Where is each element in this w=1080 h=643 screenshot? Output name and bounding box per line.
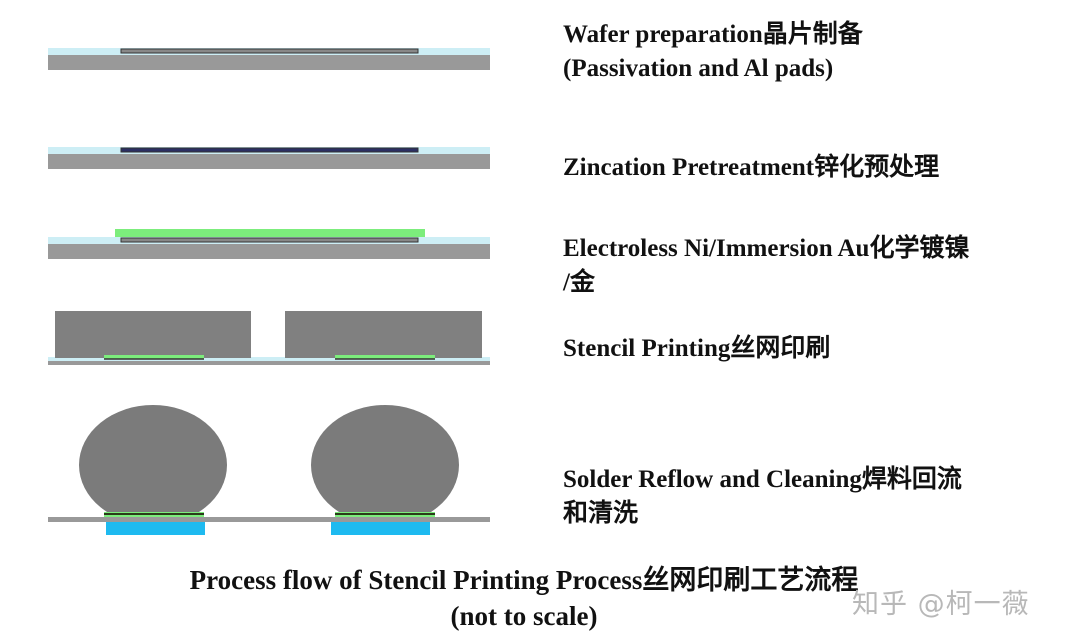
step-label-zincation: Zincation Pretreatment锌化预处理 [563, 151, 939, 185]
step-label-electroless-ni-au: Electroless Ni/Immersion Au化学镀镍 /金 [563, 232, 969, 300]
substrate [48, 55, 490, 70]
printed-pad-left [104, 355, 204, 359]
stencil-block-left [55, 311, 251, 358]
step-label-solder-reflow: Solder Reflow and Cleaning焊料回流 和清洗 [563, 463, 962, 531]
al-pad [120, 237, 419, 243]
step-wafer-preparation-illustration [48, 48, 490, 70]
step-label-line: (Passivation and Al pads) [563, 55, 834, 82]
step-label-line: /金 [563, 269, 595, 296]
step-electroless-illustration [48, 229, 490, 259]
passivation-layer [48, 357, 490, 361]
nickel-gold-layer [115, 229, 425, 237]
substrate [48, 361, 490, 365]
solder-bump-right [311, 405, 459, 525]
watermark: 知乎 @柯一薇 [852, 589, 1030, 620]
step-label-stencil-printing: Stencil Printing丝网印刷 [563, 332, 830, 366]
figure-caption: Process flow of Stencil Printing Process… [0, 562, 1048, 634]
caption-line-2: (not to scale) [450, 601, 598, 631]
caption-line-1: Process flow of Stencil Printing Process… [189, 565, 859, 595]
stencil-block-right [285, 311, 482, 358]
al-pad [120, 48, 419, 54]
step-label-line: 和清洗 [563, 500, 639, 527]
substrate [48, 244, 490, 259]
step-label-line: Wafer preparation晶片制备 [563, 21, 863, 48]
substrate [48, 154, 490, 169]
printed-pad-right [335, 355, 435, 359]
ubm-pad-left [106, 522, 205, 535]
substrate [48, 517, 490, 522]
step-label-line: Zincation Pretreatment锌化预处理 [563, 154, 940, 181]
step-solder-reflow-illustration [48, 405, 490, 535]
step-label-line: Stencil Printing丝网印刷 [563, 335, 831, 362]
step-label-line: Electroless Ni/Immersion Au化学镀镍 [563, 235, 970, 262]
step-label-wafer-preparation: Wafer preparation晶片制备 (Passivation and A… [563, 18, 863, 86]
zincated-pad [120, 147, 419, 153]
step-zincation-illustration [48, 147, 490, 169]
ubm-pad-right [331, 522, 430, 535]
step-stencil-printing-illustration [48, 311, 490, 365]
solder-bump-left [79, 405, 227, 525]
step-label-line: Solder Reflow and Cleaning焊料回流 [563, 466, 962, 493]
